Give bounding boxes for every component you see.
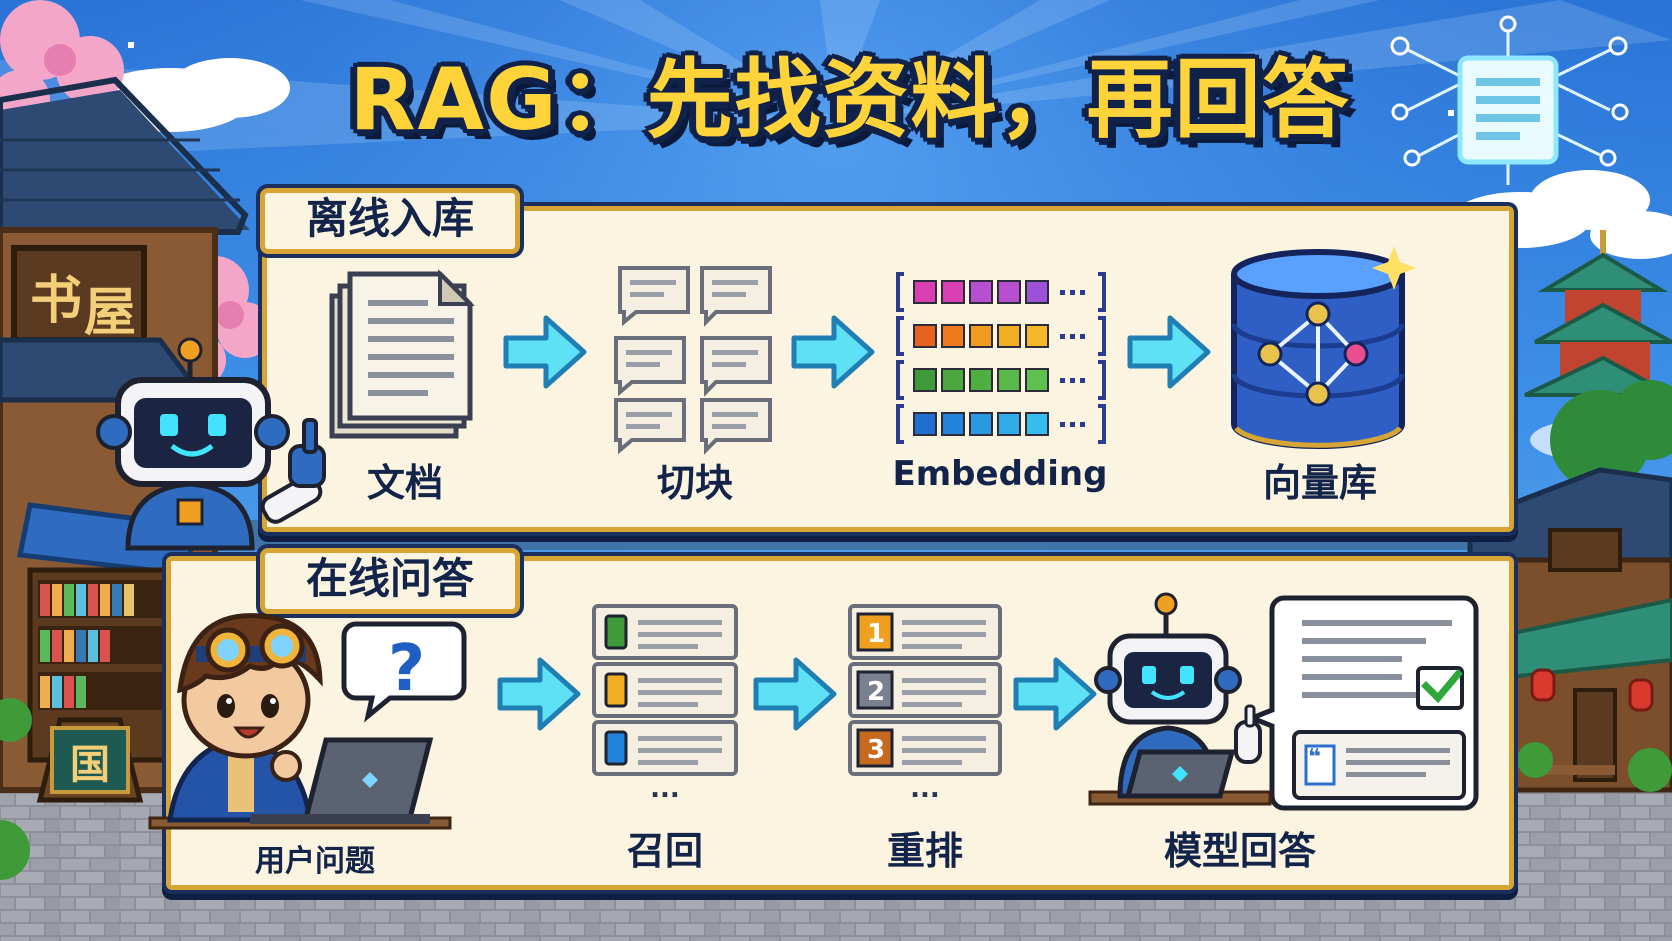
step-label-embedding: Embedding — [892, 454, 1108, 494]
step-label-user-question: 用户问题 — [255, 844, 375, 879]
page-title: RAG：先找资料，再回答 — [349, 50, 1351, 150]
online-tag: 在线问答 — [260, 548, 520, 614]
step-label-rerank: 重排 — [886, 829, 963, 873]
circuit-document-icon — [1390, 15, 1629, 185]
step-label-chunking: 切块 — [656, 461, 733, 505]
title-banner: RAG：先找资料，再回答 — [345, 40, 1355, 160]
offline-tag: 离线入库 — [260, 188, 520, 254]
shop-sign-char-2: 屋 — [84, 282, 136, 343]
recall-more: ... — [650, 774, 680, 804]
rerank-more: ... — [910, 774, 940, 804]
shop-sign-char-1: 书 — [30, 270, 82, 331]
sparkles — [128, 42, 1454, 116]
step-label-document: 文档 — [366, 461, 443, 505]
right-town — [1467, 230, 1672, 793]
step-label-recall: 召回 — [626, 829, 703, 873]
step-label-vector-db: 向量库 — [1262, 461, 1377, 505]
board-sign-text: 国 — [70, 741, 110, 788]
step-label-model-answer: 模型回答 — [1163, 829, 1316, 873]
